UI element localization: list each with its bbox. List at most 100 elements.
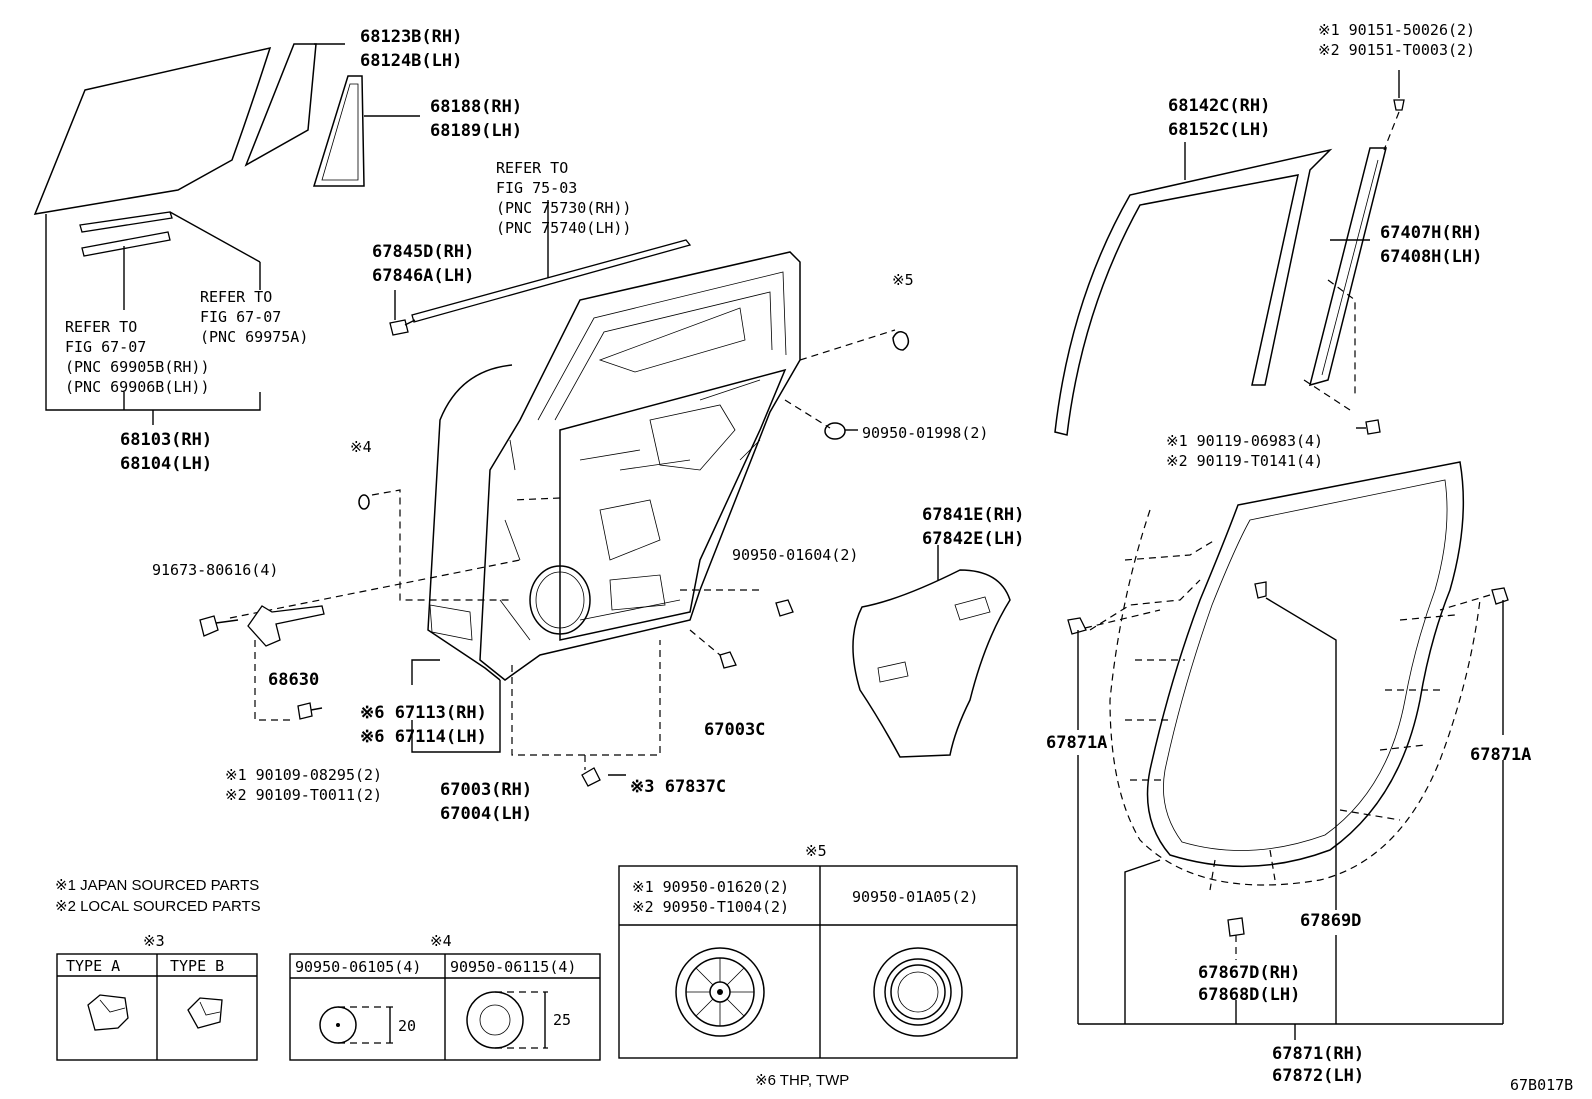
label-90950-01604: 90950-01604(2) <box>732 546 858 564</box>
small-parts <box>199 331 910 787</box>
label-68152c: 68152C(LH) <box>1168 120 1270 140</box>
box4-title: ※4 <box>430 932 452 950</box>
speaker-hole <box>529 565 591 635</box>
box4-part-left: 90950-06105(4) <box>295 958 421 976</box>
box5-part-l: ※2 90950-T1004(2) <box>632 898 789 916</box>
frame-garnish <box>1308 147 1387 387</box>
service-hole-cover <box>852 569 1011 758</box>
label-67845d: 67845D(RH) <box>372 242 474 262</box>
hole-plug-4 <box>358 494 370 510</box>
screw-90151 <box>1393 99 1405 111</box>
ref-6707b-line4: (PNC 69906B(LH)) <box>65 378 210 396</box>
label-68630: 68630 <box>268 670 319 690</box>
figure-code: 67B017B <box>1510 1076 1573 1094</box>
label-67842e: 67842E(LH) <box>922 529 1024 549</box>
label-67872: 67872(LH) <box>1272 1066 1364 1086</box>
plug-spoked-icon <box>675 947 765 1037</box>
door-weatherstrip <box>1067 461 1509 1040</box>
label-67869d: 67869D <box>1300 911 1361 931</box>
door-inner-panel <box>559 368 787 641</box>
rear-door-glass <box>33 46 272 215</box>
box4-part-right: 90950-06115(4) <box>450 958 576 976</box>
label-68124b: 68124B(LH) <box>360 51 462 71</box>
label-90151-t0003: ※2 90151-T0003(2) <box>1318 41 1475 59</box>
ref-7503-line3: (PNC 75730(RH)) <box>496 199 631 217</box>
door-glass-group <box>33 43 420 425</box>
label-67846a: 67846A(LH) <box>372 266 474 286</box>
label-90119-06983: ※1 90119-06983(4) <box>1166 432 1323 450</box>
label-67867d: 67867D(RH) <box>1198 963 1300 983</box>
ref-7503-line4: (PNC 75740(LH)) <box>496 219 631 237</box>
label-67003: 67003(RH) <box>440 780 532 800</box>
bolt-91673 <box>199 615 219 637</box>
glass-channel-upper <box>79 211 173 233</box>
plug-25mm-icon <box>466 991 524 1049</box>
label-68189: 68189(LH) <box>430 121 522 141</box>
label-67114: ※6 67114(LH) <box>360 727 487 747</box>
label-68188: 68188(RH) <box>430 97 522 117</box>
box3-type-b: TYPE B <box>170 957 224 975</box>
label-67871: 67871(RH) <box>1272 1044 1364 1064</box>
note-6: ※6 THP, TWP <box>755 1072 849 1089</box>
label-90109-08295: ※1 90109-08295(2) <box>225 766 382 784</box>
ref-7503-line2: FIG 75-03 <box>496 179 577 197</box>
label-67837c: ※3 67837C <box>630 777 726 797</box>
label-67003c: 67003C <box>704 720 765 740</box>
door-check <box>247 605 325 647</box>
quarter-glass-weatherstrip <box>312 75 365 187</box>
label-90119-t0141: ※2 90119-T0141(4) <box>1166 452 1323 470</box>
ref-6707a-line2: FIG 67-07 <box>200 308 281 326</box>
hole-plug-01998 <box>824 422 846 440</box>
hole-plug-01604 <box>775 599 794 617</box>
plug-ringed-icon <box>873 947 963 1037</box>
door-frame <box>479 251 801 681</box>
weatherstrip-clip-top <box>1254 581 1267 599</box>
cushion-67003c <box>719 651 737 669</box>
label-67871a-right: 67871A <box>1470 745 1531 765</box>
door-glass-run <box>1054 148 1333 436</box>
ref-6707b-line3: (PNC 69905B(RH)) <box>65 358 210 376</box>
label-90109-t0011: ※2 90109-T0011(2) <box>225 786 382 804</box>
note-5-marker: ※5 <box>892 271 914 289</box>
label-67004: 67004(LH) <box>440 804 532 824</box>
belt-moulding <box>411 239 692 323</box>
legend-local-sourced: ※2 LOCAL SOURCED PARTS <box>55 898 261 915</box>
ref-6707b-line2: FIG 67-07 <box>65 338 146 356</box>
label-68123b: 68123B(RH) <box>360 27 462 47</box>
door-leaders <box>229 200 939 776</box>
hole-plug-5 <box>892 331 910 351</box>
part-labels: 68123B(RH) 68124B(LH) 68188(RH) 68189(LH… <box>65 21 1531 1086</box>
weatherstrip-clip-left <box>1067 617 1087 635</box>
label-67841e: 67841E(RH) <box>922 505 1024 525</box>
label-90950-01998: 90950-01998(2) <box>862 424 988 442</box>
box3-type-a: TYPE A <box>66 957 120 975</box>
hole-plug-type-table: ※5 ※1 90950-01620(2) ※2 90950-T1004(2) 9… <box>618 842 1018 1089</box>
hole-plug-size-table: ※4 90950-06105(4) 90950-06115(4) 20 25 <box>289 932 601 1061</box>
label-68103: 68103(RH) <box>120 430 212 450</box>
glass-channel-lower <box>81 231 171 257</box>
ref-7503-line1: REFER TO <box>496 159 568 177</box>
label-67407h: 67407H(RH) <box>1380 223 1482 243</box>
box4-dim-25: 25 <box>553 1011 571 1029</box>
rear-door-panel <box>389 239 801 681</box>
label-90151-50026: ※1 90151-50026(2) <box>1318 21 1475 39</box>
box5-part-right: 90950-01A05(2) <box>852 888 978 906</box>
legend: ※1 JAPAN SOURCED PARTS ※2 LOCAL SOURCED … <box>55 877 261 915</box>
box3-title: ※3 <box>143 932 165 950</box>
run-and-garnish <box>1054 70 1405 436</box>
screw-90119 <box>1365 419 1381 435</box>
ref-6707b-line1: REFER TO <box>65 318 137 336</box>
ref-6707a-line3: (PNC 69975A) <box>200 328 308 346</box>
clip-67837c <box>581 767 601 787</box>
label-67868d: 67868D(LH) <box>1198 985 1300 1005</box>
legend-japan-sourced: ※1 JAPAN SOURCED PARTS <box>55 877 259 894</box>
box4-dim-20: 20 <box>398 1017 416 1035</box>
quarter-glass <box>244 43 317 167</box>
label-67113: ※6 67113(RH) <box>360 703 487 723</box>
label-68142c: 68142C(RH) <box>1168 96 1270 116</box>
ref-6707a-line1: REFER TO <box>200 288 272 306</box>
weatherstrip-outer <box>1146 461 1465 868</box>
type-clip-table: ※3 TYPE A TYPE B <box>56 932 258 1061</box>
label-67408h: 67408H(LH) <box>1380 247 1482 267</box>
